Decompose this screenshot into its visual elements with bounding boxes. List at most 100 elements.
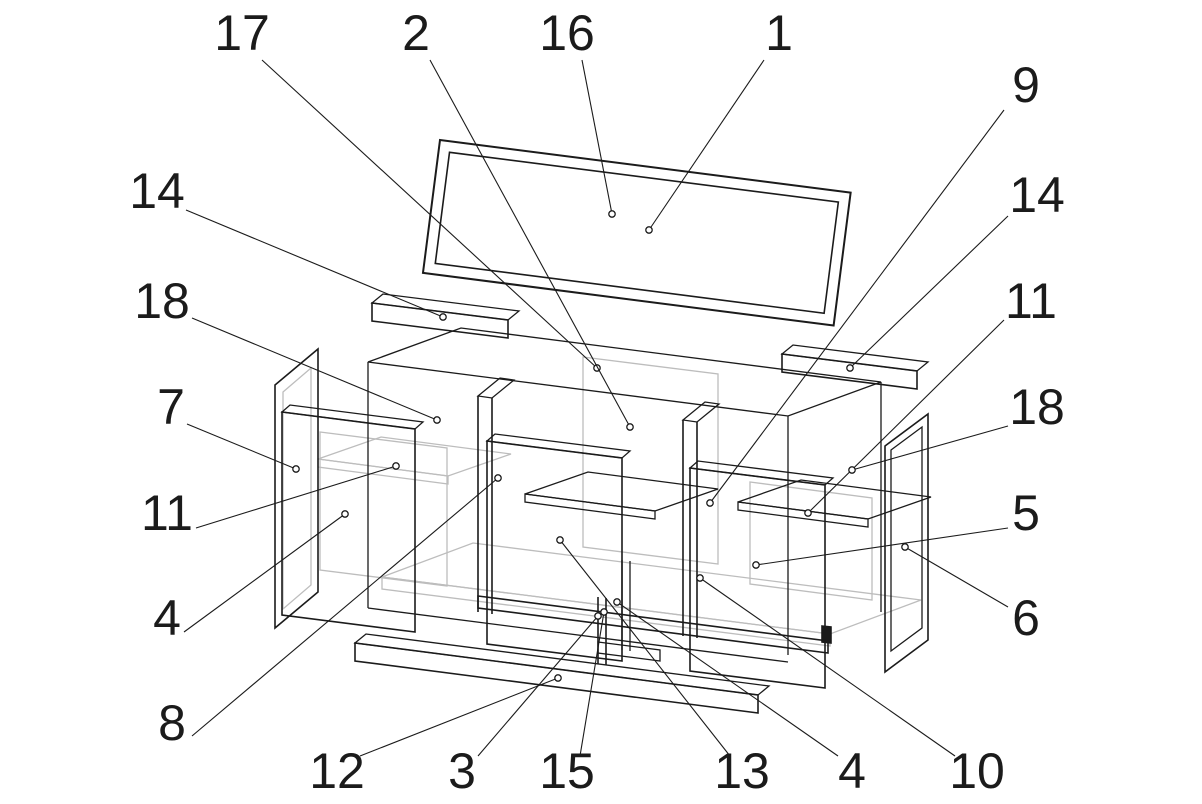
callout-leader-line — [191, 317, 438, 421]
callout-leader-line — [195, 465, 397, 529]
callout-leader-line — [755, 527, 1009, 566]
callout-number: 5 — [1012, 485, 1040, 541]
callout-leader-line — [904, 546, 1009, 608]
callout-leader-line — [851, 425, 1009, 471]
divider-left — [476, 377, 516, 614]
callout-target-dot — [600, 608, 608, 616]
callout-leader-line — [699, 577, 956, 757]
left-shelf-front-face — [317, 458, 449, 485]
callout-target-dot — [804, 509, 812, 517]
callout-number: 7 — [157, 379, 185, 435]
callout-number: 9 — [1012, 57, 1040, 113]
top-rail-left-top — [370, 293, 521, 321]
left-door-panel — [280, 404, 425, 633]
callout-target-dot — [645, 226, 653, 234]
callout-leader-line — [191, 477, 499, 737]
callout-target-dot — [556, 536, 564, 544]
top-rail-left-front — [371, 302, 509, 339]
divider-right-top — [681, 401, 721, 423]
callout-target-dot — [696, 574, 704, 582]
middle-door-top — [485, 433, 632, 459]
carcass-bottom-front-edge — [367, 607, 789, 663]
callout-number: 12 — [309, 743, 365, 799]
callout-target-dot — [341, 510, 349, 518]
callout-leader-line — [616, 601, 839, 757]
callout-number: 2 — [402, 5, 430, 61]
right-shelf-front — [737, 501, 869, 528]
callout-number: 15 — [539, 743, 595, 799]
callout-target-dot — [706, 499, 714, 507]
callout-number: 3 — [448, 743, 476, 799]
right-door-hinge-block — [821, 625, 832, 644]
callout-number: 16 — [539, 5, 595, 61]
callout-number: 4 — [153, 590, 181, 646]
right-side-panel-inner — [890, 425, 923, 653]
callout-target-dot — [439, 313, 447, 321]
top-panel-outer-edge — [421, 138, 852, 327]
hidden-lines-group — [282, 356, 922, 647]
callout-leader-line — [579, 611, 605, 757]
callout-target-dot — [392, 462, 400, 470]
right-side-panel — [884, 412, 929, 674]
callout-leader-line — [849, 215, 1009, 369]
left-side-panel-inner-line — [282, 366, 312, 611]
right-door-top — [688, 460, 835, 486]
callout-leader-line — [185, 209, 444, 318]
callout-target-dot — [613, 598, 621, 606]
callout-number: 18 — [134, 273, 190, 329]
callout-number: 8 — [158, 695, 186, 751]
callout-leader-line — [581, 59, 613, 215]
callout-leader-line — [186, 423, 297, 470]
callout-leader-line — [429, 59, 631, 428]
carcass-top-face — [367, 327, 882, 417]
callout-number: 11 — [1005, 273, 1057, 329]
callout-target-dot — [752, 561, 760, 569]
top-rail-right — [780, 344, 930, 390]
middle-shelf — [524, 471, 719, 520]
callout-leader-line — [648, 59, 765, 231]
callout-target-dot — [494, 474, 502, 482]
bottom-front-rail — [477, 595, 829, 654]
callout-number: 14 — [129, 163, 185, 219]
top-panel-inner-edge — [434, 151, 840, 315]
callout-number: 18 — [1009, 379, 1065, 435]
callout-leader-line — [477, 615, 599, 757]
left-door-top — [280, 404, 425, 430]
callout-target-dot — [846, 364, 854, 372]
top-rail-right-top — [780, 344, 930, 372]
callout-leader-line — [709, 109, 1005, 504]
callout-target-dot — [608, 210, 616, 218]
divider-right — [681, 401, 721, 638]
callout-target-dot — [292, 465, 300, 473]
callout-number: 6 — [1012, 590, 1040, 646]
callout-number: 17 — [214, 5, 270, 61]
callout-number: 14 — [1009, 167, 1065, 223]
callout-leader-line — [183, 513, 346, 633]
callout-number: 10 — [949, 743, 1005, 799]
plinth-board — [353, 633, 771, 714]
outline-group — [274, 138, 932, 714]
divider-left-top — [476, 377, 516, 399]
callout-number: 11 — [141, 485, 193, 541]
callout-target-dot — [848, 466, 856, 474]
callout-number: 4 — [838, 743, 866, 799]
top-rail-left — [370, 293, 521, 339]
callout-leader-line — [359, 677, 559, 757]
callout-target-dot — [626, 423, 634, 431]
callout-leader-line — [261, 59, 598, 369]
callout-leader-line — [559, 539, 731, 757]
right-side-panel-outer — [884, 412, 929, 674]
callout-target-dot — [433, 416, 441, 424]
top-panel — [421, 138, 852, 327]
callout-leader-line — [807, 319, 1005, 514]
callout-target-dot — [554, 674, 562, 682]
left-door-front — [281, 411, 416, 633]
left-side-panel — [274, 347, 319, 630]
callout-number: 13 — [714, 743, 770, 799]
callout-target-dot — [901, 543, 909, 551]
left-compartment-back — [319, 431, 448, 587]
plinth-top — [353, 633, 771, 696]
